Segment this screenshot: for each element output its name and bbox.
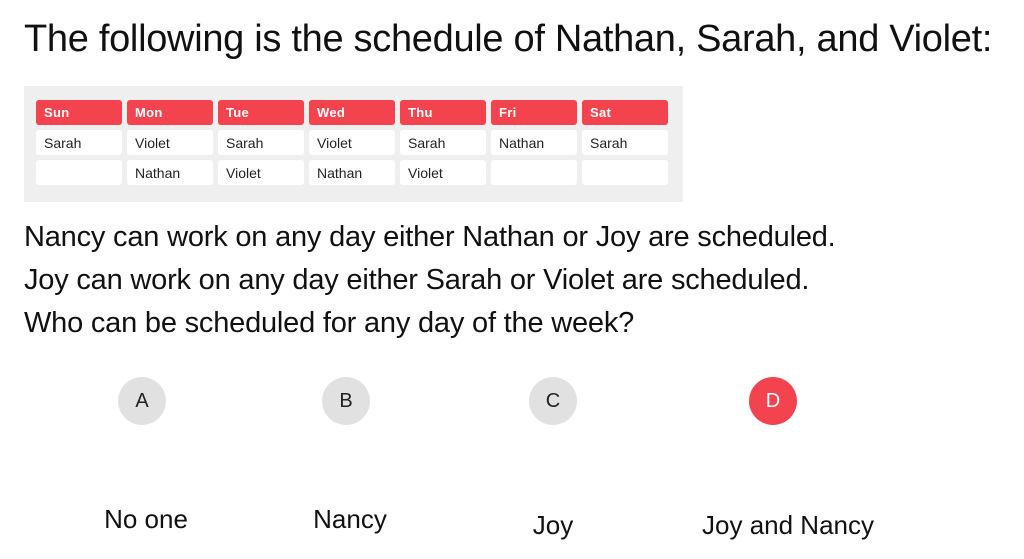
schedule-cell: Violet <box>400 160 486 185</box>
day-header: Fri <box>491 100 577 125</box>
schedule-cell: Sarah <box>36 130 122 155</box>
rule-nancy: Nancy can work on any day either Nathan … <box>24 221 836 253</box>
question-text: Nancy can work on any day either Nathan … <box>24 216 836 345</box>
option-b-button[interactable]: B <box>322 377 370 425</box>
day-header: Mon <box>127 100 213 125</box>
schedule-grid: Sun Mon Tue Wed Thu Fri Sat Sarah Violet… <box>36 100 669 185</box>
schedule-table: Sun Mon Tue Wed Thu Fri Sat Sarah Violet… <box>24 86 683 202</box>
schedule-cell <box>36 160 122 185</box>
schedule-cell: Nathan <box>127 160 213 185</box>
option-a-label[interactable]: No one <box>104 504 188 534</box>
option-c-button[interactable]: C <box>529 377 577 425</box>
question: Who can be scheduled for any day of the … <box>24 307 635 339</box>
schedule-cell: Sarah <box>218 130 304 155</box>
schedule-cell <box>491 160 577 185</box>
schedule-cell: Violet <box>218 160 304 185</box>
option-b-label[interactable]: Nancy <box>313 504 387 534</box>
schedule-cell <box>582 160 668 185</box>
day-header: Sun <box>36 100 122 125</box>
day-header: Sat <box>582 100 668 125</box>
option-c-label[interactable]: Joy <box>532 510 574 540</box>
day-header: Thu <box>400 100 486 125</box>
option-d-label[interactable]: Joy and Nancy <box>702 510 874 540</box>
schedule-cell: Nathan <box>491 130 577 155</box>
schedule-cell: Nathan <box>309 160 395 185</box>
day-header: Tue <box>218 100 304 125</box>
schedule-cell: Sarah <box>400 130 486 155</box>
schedule-cell: Sarah <box>582 130 668 155</box>
page-title: The following is the schedule of Nathan,… <box>24 18 993 60</box>
rule-joy: Joy can work on any day either Sarah or … <box>24 264 810 296</box>
option-a-button[interactable]: A <box>118 377 166 425</box>
option-d-button[interactable]: D <box>749 377 797 425</box>
day-header: Wed <box>309 100 395 125</box>
schedule-cell: Violet <box>127 130 213 155</box>
schedule-cell: Violet <box>309 130 395 155</box>
